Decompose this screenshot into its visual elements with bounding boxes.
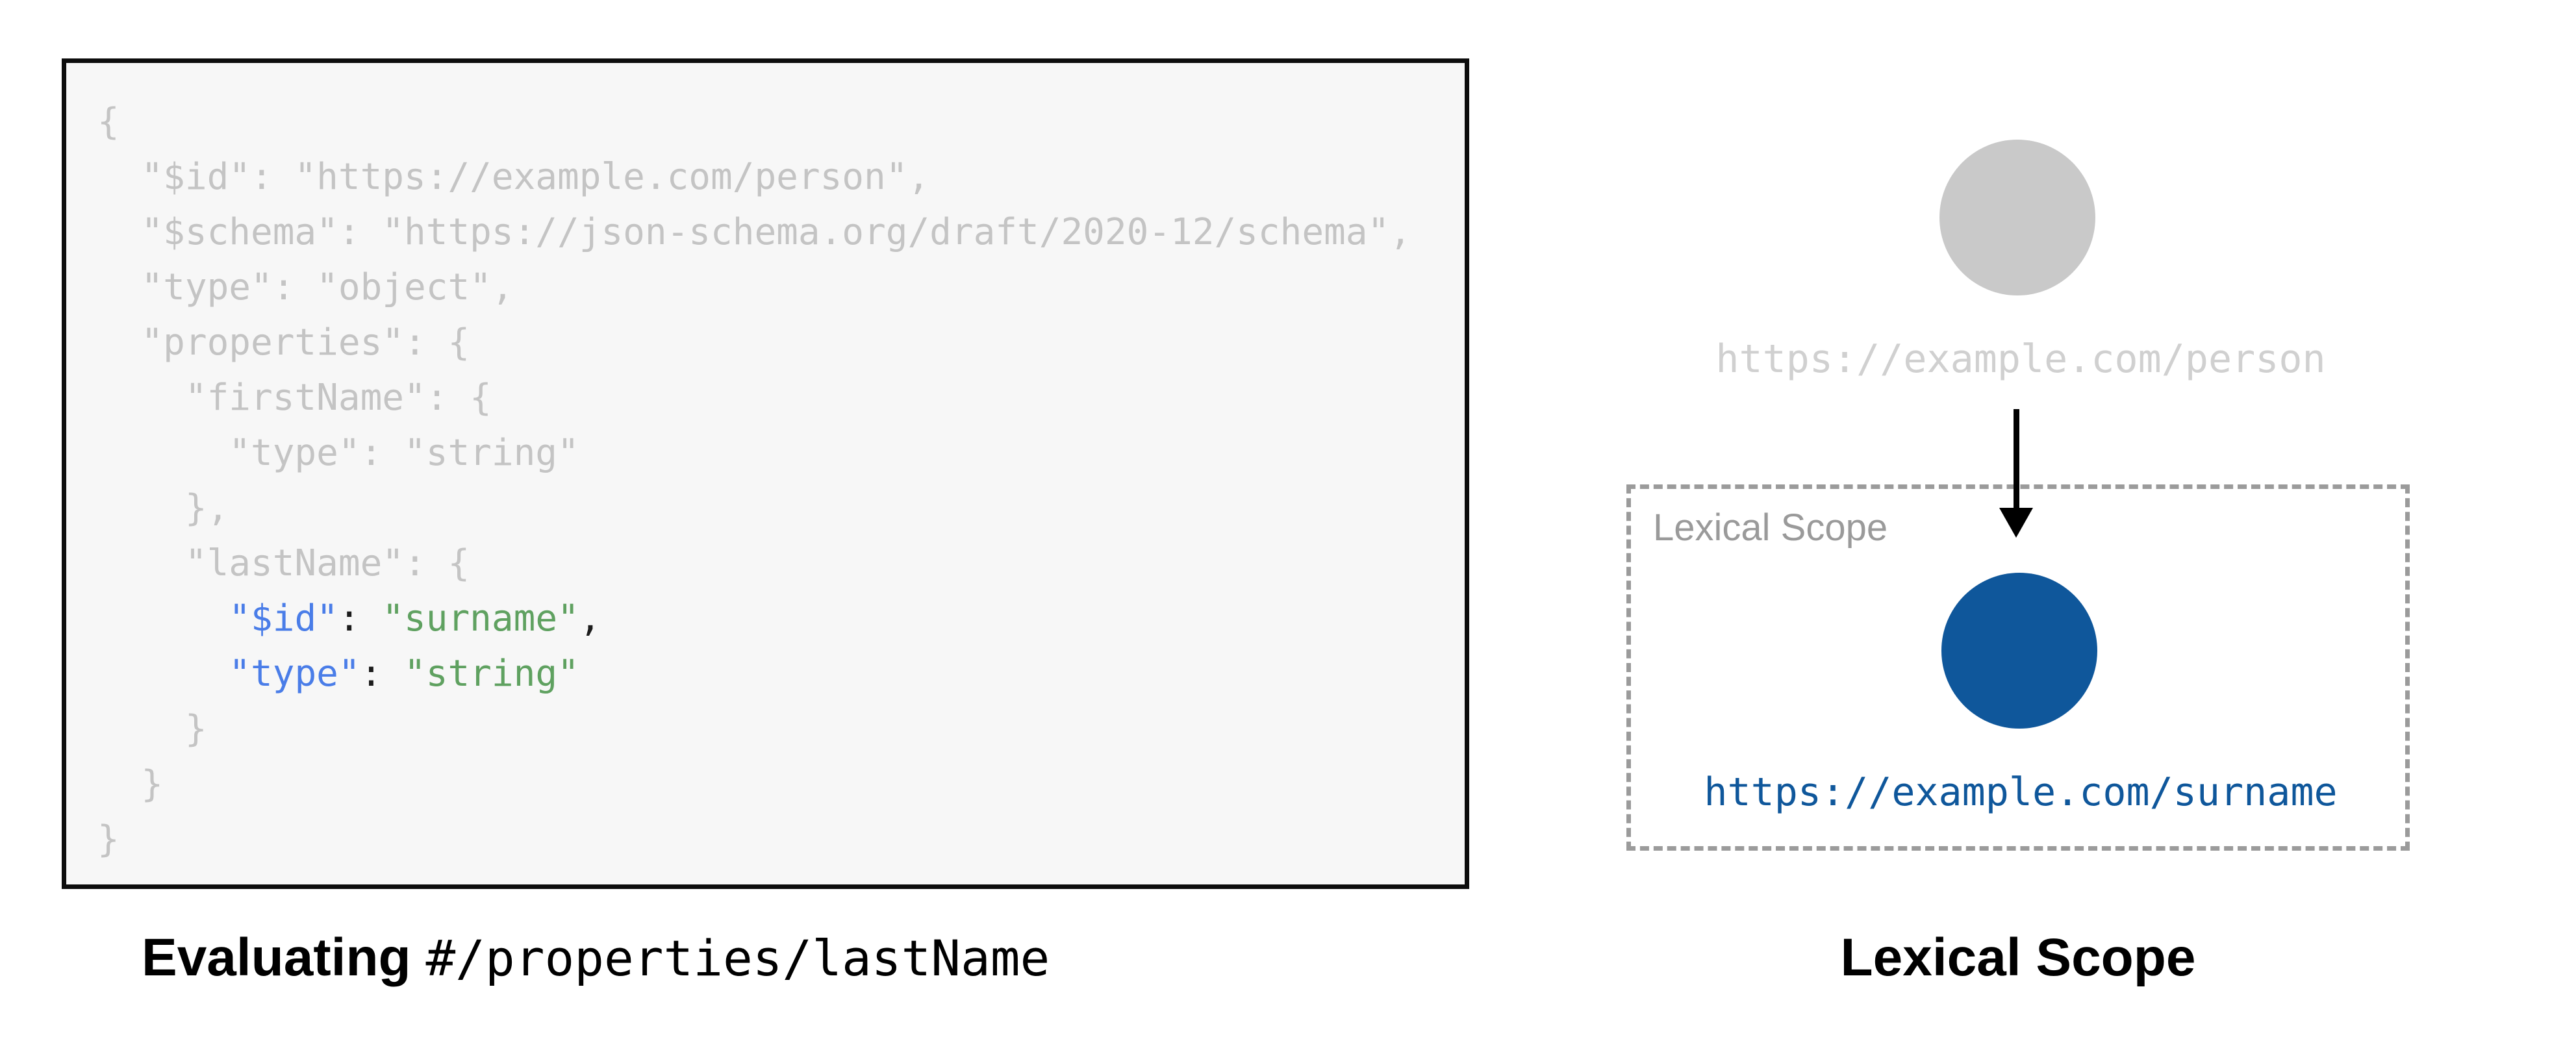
arrow-down-icon <box>1999 508 2033 538</box>
code-line: "lastName": { <box>97 542 470 584</box>
arrow-down-line <box>2014 409 2019 513</box>
code-line: { <box>97 101 120 143</box>
code-line: "properties": { <box>97 321 470 364</box>
code-line: "$id": "https://example.com/person", <box>97 156 930 198</box>
surname-schema-node <box>1941 573 2097 729</box>
code-line: }, <box>97 487 229 529</box>
code-line: "type": "string" <box>229 653 579 695</box>
code-line: "type": "string" <box>97 432 579 474</box>
json-schema-code: { "$id": "https://example.com/person", "… <box>66 63 1465 867</box>
code-line: "type": "object", <box>97 266 514 308</box>
left-caption-bold: Evaluating <box>142 928 426 987</box>
code-line: "$schema": "https://json-schema.org/draf… <box>97 211 1411 253</box>
code-line: "$id": "surname", <box>229 597 601 640</box>
code-line: } <box>97 763 164 805</box>
code-line: } <box>97 708 207 750</box>
lexical-scope-box-label: Lexical Scope <box>1653 507 1888 549</box>
left-caption-pointer: #/properties/lastName <box>425 929 1050 987</box>
person-schema-node <box>1939 140 2095 295</box>
code-line: "firstName": { <box>97 377 492 419</box>
person-schema-uri-label: https://example.com/person <box>1715 336 2326 382</box>
code-line: } <box>97 818 120 860</box>
json-schema-code-panel: { "$id": "https://example.com/person", "… <box>62 58 1469 889</box>
surname-schema-uri-label: https://example.com/surname <box>1704 770 2338 815</box>
left-caption: Evaluating #/properties/lastName <box>142 927 1050 988</box>
right-caption: Lexical Scope <box>1840 928 2196 987</box>
